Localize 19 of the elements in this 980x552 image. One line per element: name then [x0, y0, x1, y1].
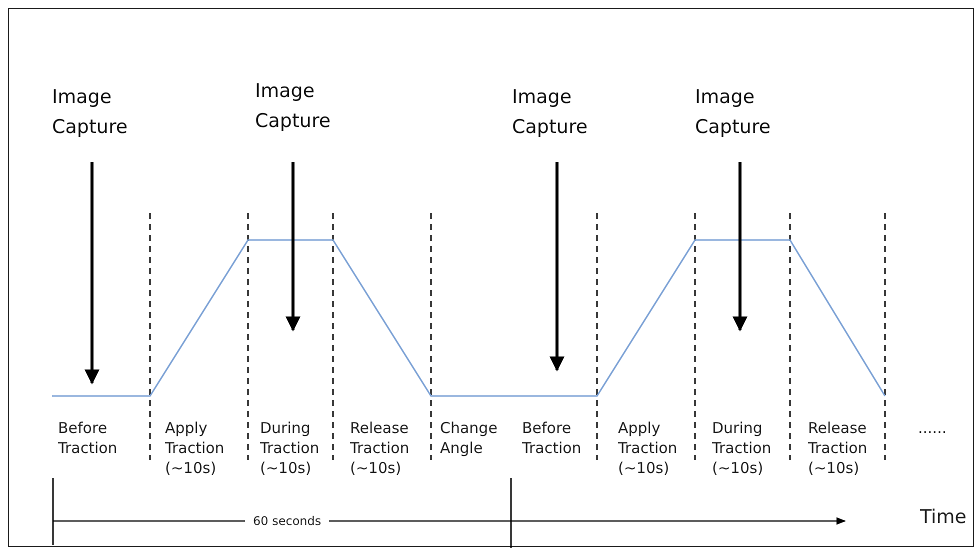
- phase-label: Release Traction (~10s): [350, 418, 410, 478]
- phase-label: Release Traction (~10s): [808, 418, 868, 478]
- phase-label: Apply Traction (~10s): [618, 418, 678, 478]
- phase-label: Apply Traction (~10s): [165, 418, 226, 478]
- caption-text: Image Capture: [512, 82, 612, 142]
- ellipsis-text: ......: [918, 418, 947, 438]
- phase-label: Change Angle: [440, 418, 498, 458]
- caption-text: Image Capture: [255, 76, 355, 136]
- phase-label: During Traction (~10s): [712, 418, 772, 478]
- caption-text: Image Capture: [695, 82, 795, 142]
- arrow: [286, 162, 300, 332]
- caption-text: Image Capture: [52, 82, 152, 142]
- phase-label: During Traction (~10s): [260, 418, 320, 478]
- arrow: [732, 162, 748, 332]
- phase-label: Before Traction: [522, 418, 582, 458]
- arrow: [84, 162, 100, 384]
- axis-label: Time: [920, 507, 966, 527]
- arrow: [550, 162, 564, 372]
- phase-label: Before Traction: [58, 418, 118, 458]
